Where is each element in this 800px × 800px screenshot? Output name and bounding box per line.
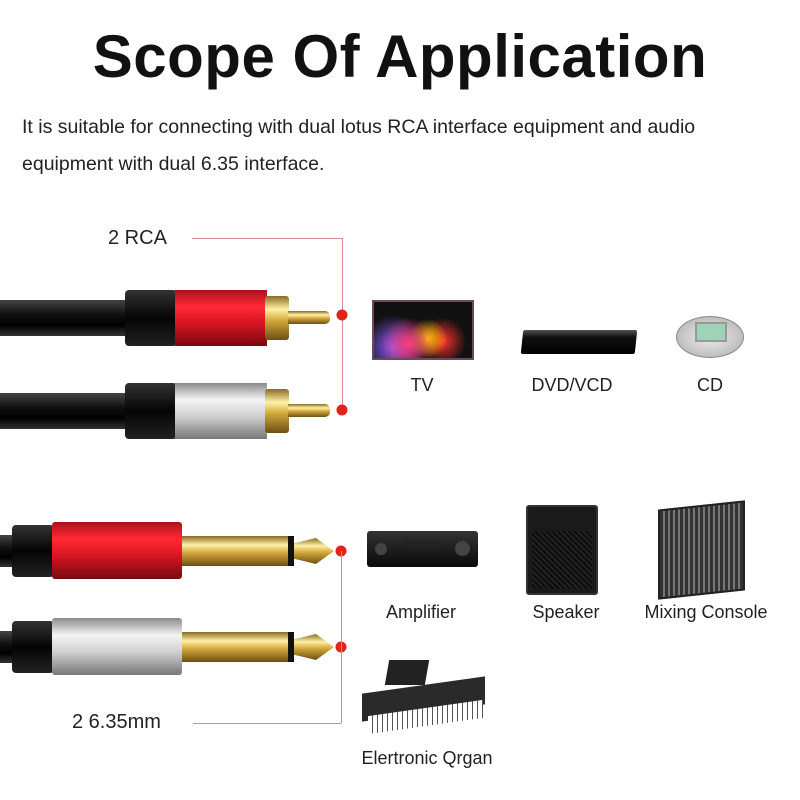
jack-leader-line [193, 723, 341, 724]
rca-dot [336, 309, 348, 321]
dvd-label: DVD/VCD [531, 375, 613, 395]
description-line-1: It is suitable for connecting with dual … [22, 116, 696, 138]
organ-label: Elertronic Qrgan [361, 748, 493, 768]
mixer-label: Mixing Console [644, 602, 768, 622]
rca-leader-line [192, 238, 342, 239]
amplifier-label: Amplifier [385, 602, 457, 622]
jack-bracket-line [341, 551, 342, 723]
mixing-console-icon [658, 500, 745, 600]
amplifier-icon [367, 531, 478, 567]
rca-label: 2 RCA [108, 227, 167, 249]
page-title: Scope Of Application [92, 23, 708, 90]
description-line-2: equipment with dual 6.35 interface. [22, 153, 325, 175]
cd-label: CD [697, 375, 723, 395]
rca-dot [336, 404, 348, 416]
jack-label: 2 6.35mm [72, 711, 161, 733]
tv-label: TV [410, 375, 434, 395]
speaker-label: Speaker [532, 602, 600, 622]
tv-icon [372, 300, 474, 360]
dvd-player-icon [520, 330, 638, 354]
electronic-organ-icon [362, 660, 485, 735]
cd-player-icon [676, 316, 744, 358]
rca-bracket-line [342, 238, 343, 410]
speaker-icon [526, 505, 598, 595]
